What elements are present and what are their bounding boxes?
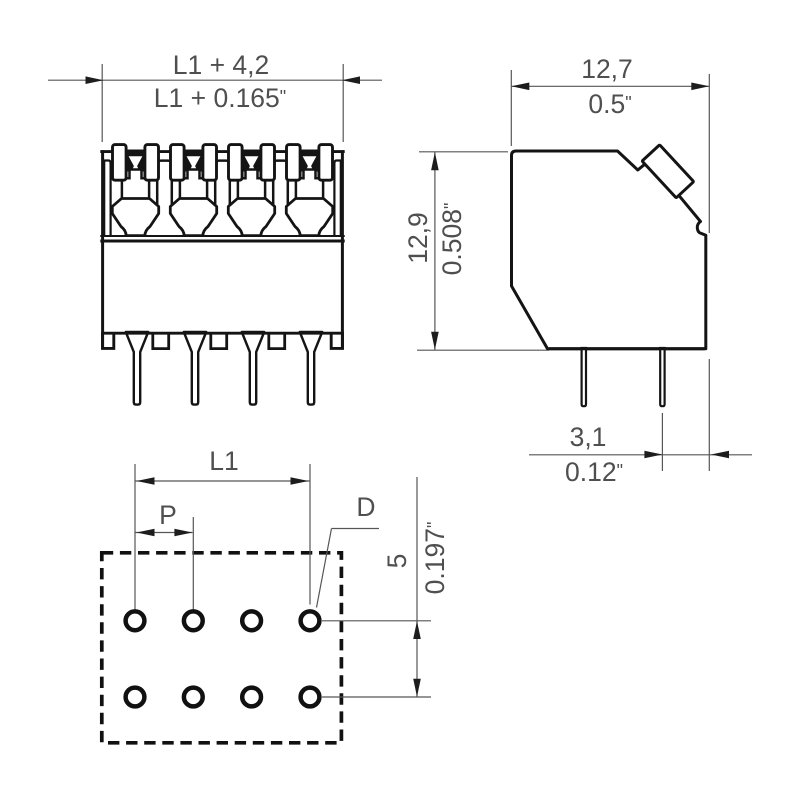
svg-text:0.5": 0.5" xyxy=(588,89,631,119)
svg-text:12,9: 12,9 xyxy=(403,212,433,264)
svg-text:0.508": 0.508" xyxy=(437,203,467,276)
svg-text:12,7: 12,7 xyxy=(581,54,633,84)
svg-text:D: D xyxy=(356,492,375,522)
svg-text:0.197": 0.197" xyxy=(420,522,450,595)
svg-text:0.12": 0.12" xyxy=(565,457,623,487)
svg-text:5: 5 xyxy=(382,554,412,569)
svg-text:L1: L1 xyxy=(209,446,238,476)
svg-text:3,1: 3,1 xyxy=(570,422,607,452)
svg-text:L1 + 0.165": L1 + 0.165" xyxy=(154,83,286,113)
svg-text:L1 + 4,2: L1 + 4,2 xyxy=(173,50,270,80)
svg-text:P: P xyxy=(159,500,177,530)
